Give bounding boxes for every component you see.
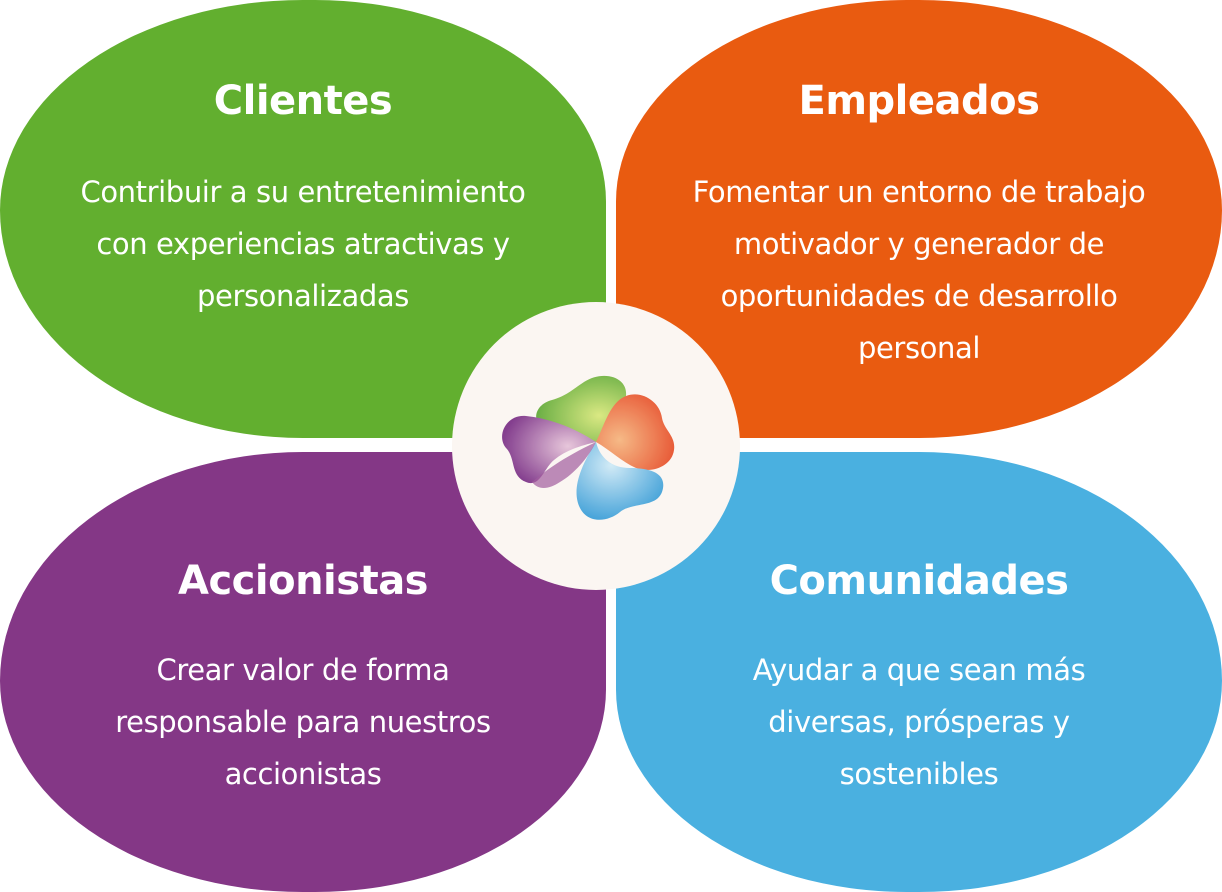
quadrant-title: Accionistas <box>178 558 429 604</box>
center-logo-circle <box>452 302 740 590</box>
quadrant-empleados: Empleados Fomentar un entorno de trabajo… <box>616 0 1222 438</box>
quadrant-accionistas: Accionistas Crear valor de forma respons… <box>0 452 606 892</box>
quadrant-title: Clientes <box>213 78 393 124</box>
quadrant-comunidades: Comunidades Ayudar a que sean más divers… <box>616 452 1222 892</box>
quadrant-description: Contribuir a su entretenimiento con expe… <box>80 175 526 313</box>
quadrant-description: Ayudar a que sean más diversas, próspera… <box>752 653 1086 791</box>
quadrant-description: Fomentar un entorno de trabajo motivador… <box>692 175 1146 365</box>
quadrant-title: Empleados <box>798 78 1040 124</box>
quadrant-description: Crear valor de forma responsable para nu… <box>115 653 491 791</box>
quadrant-title: Comunidades <box>769 558 1069 604</box>
quadrant-clientes: Clientes Contribuir a su entretenimiento… <box>0 0 606 438</box>
multicolor-flower-logo-icon <box>502 375 675 520</box>
